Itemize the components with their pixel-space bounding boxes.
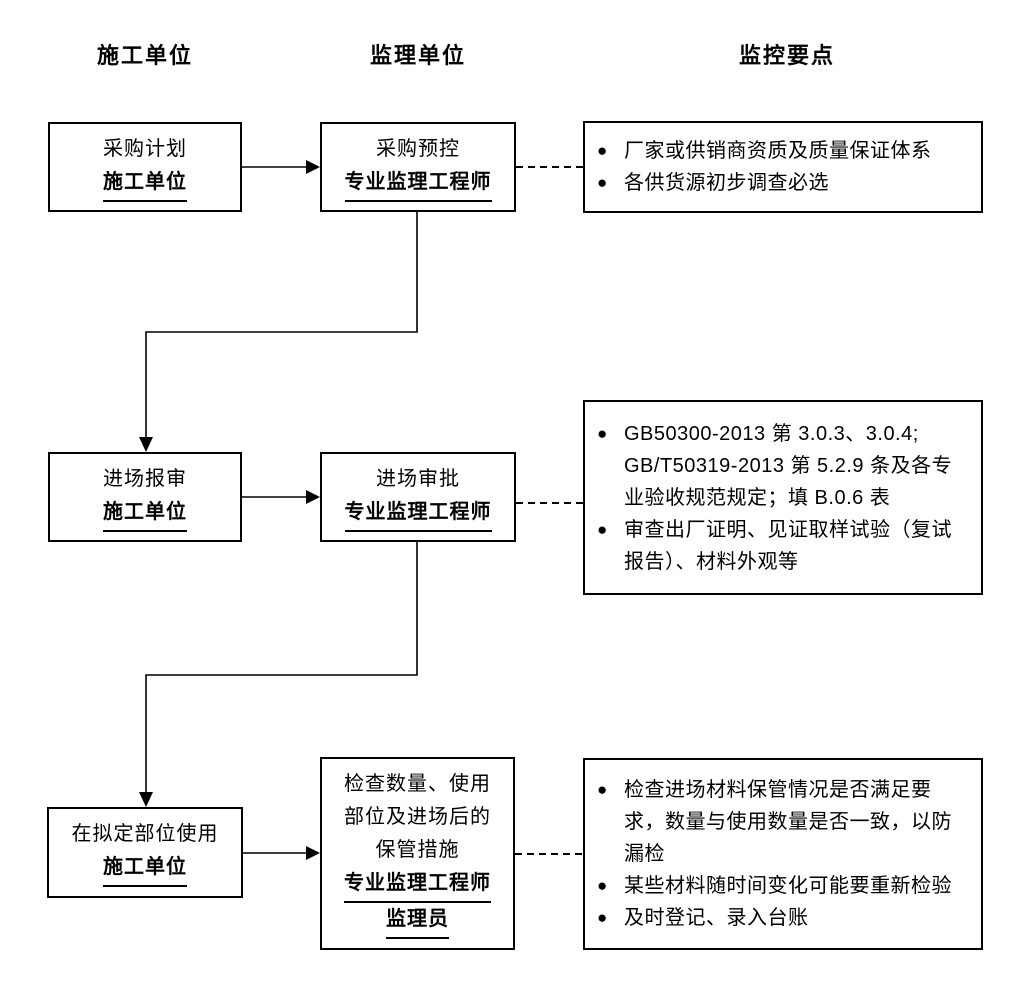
arrowhead-row2	[306, 490, 320, 504]
note-item: ● 及时登记、录入台账	[597, 902, 953, 934]
box-title: 在拟定部位使用	[71, 823, 219, 845]
note-item: ● 检查进场材料保管情况是否满足要求，数量与使用数量是否一致，以防漏检	[597, 774, 953, 870]
notes-entry-approval: ● GB50300-2013 第 3.0.3、3.0.4; GB/T50319-…	[583, 400, 983, 595]
box-title: 进场审批	[376, 467, 460, 490]
column-header-supervision-unit: 监理单位	[369, 43, 466, 68]
note-item: ● GB50300-2013 第 3.0.3、3.0.4; GB/T50319-…	[597, 418, 953, 514]
arrowhead-connector-2	[139, 792, 153, 807]
bullet-icon: ●	[597, 780, 608, 799]
bullet-icon: ●	[597, 423, 608, 443]
box-check-quantity-storage: 检查数量、使用 部位及进场后的 保管措施 专业监理工程师 监理员	[320, 757, 515, 950]
column-header-monitoring-points: 监控要点	[738, 43, 835, 68]
box-title-line: 保管措施	[375, 839, 460, 861]
box-role: 施工单位	[103, 166, 187, 202]
box-title: 采购预控	[376, 137, 460, 160]
box-role: 专业监理工程师	[344, 166, 492, 202]
box-purchase-precontrol: 采购预控 专业监理工程师	[320, 122, 516, 212]
notes-purchase-precontrol: ● 厂家或供销商资质及质量保证体系 ● 各供货源初步调查必选	[583, 121, 983, 213]
bullet-icon: ●	[597, 876, 608, 895]
box-use-at-designated-position: 在拟定部位使用 施工单位	[47, 807, 243, 898]
note-item: ● 某些材料随时间变化可能要重新检验	[597, 870, 953, 902]
notes-storage-check: ● 检查进场材料保管情况是否满足要求，数量与使用数量是否一致，以防漏检 ● 某些…	[583, 758, 983, 950]
box-role: 施工单位	[103, 851, 187, 887]
box-title-line: 检查数量、使用	[344, 773, 491, 795]
note-text: 审查出厂证明、见证取样试验（复试报告）、材料外观等	[624, 518, 952, 573]
elbow-connector-1	[145, 212, 418, 437]
box-purchase-plan: 采购计划 施工单位	[48, 122, 242, 212]
arrowhead-row1	[306, 160, 320, 174]
bullet-icon: ●	[597, 519, 608, 539]
box-role: 监理员	[386, 903, 449, 939]
box-role: 专业监理工程师	[344, 867, 491, 903]
note-item: ● 厂家或供销商资质及质量保证体系	[597, 135, 953, 167]
arrowhead-row3	[306, 846, 320, 860]
bullet-icon: ●	[597, 141, 608, 160]
box-title: 进场报审	[103, 467, 187, 490]
bullet-icon: ●	[597, 173, 608, 192]
box-title: 采购计划	[103, 137, 187, 160]
box-role: 专业监理工程师	[344, 496, 492, 532]
box-entry-approval: 进场审批 专业监理工程师	[320, 452, 516, 542]
note-item: ● 各供货源初步调查必选	[597, 167, 953, 199]
box-title-line: 部位及进场后的	[344, 806, 491, 828]
note-text: 各供货源初步调查必选	[624, 172, 829, 194]
arrowhead-connector-1	[139, 437, 153, 452]
column-header-construction-unit: 施工单位	[96, 43, 193, 68]
note-text: 检查进场材料保管情况是否满足要求，数量与使用数量是否一致，以防漏检	[624, 779, 952, 865]
note-item: ● 审查出厂证明、见证取样试验（复试报告）、材料外观等	[597, 514, 953, 578]
box-entry-report: 进场报审 施工单位	[48, 452, 242, 542]
note-text: 厂家或供销商资质及质量保证体系	[624, 140, 932, 162]
elbow-connector-2	[145, 542, 418, 792]
box-role: 施工单位	[103, 496, 187, 532]
note-text: 及时登记、录入台账	[624, 907, 809, 929]
bullet-icon: ●	[597, 908, 608, 927]
note-text: 某些材料随时间变化可能要重新检验	[624, 875, 952, 897]
note-text: GB50300-2013 第 3.0.3、3.0.4; GB/T50319-20…	[624, 422, 953, 509]
